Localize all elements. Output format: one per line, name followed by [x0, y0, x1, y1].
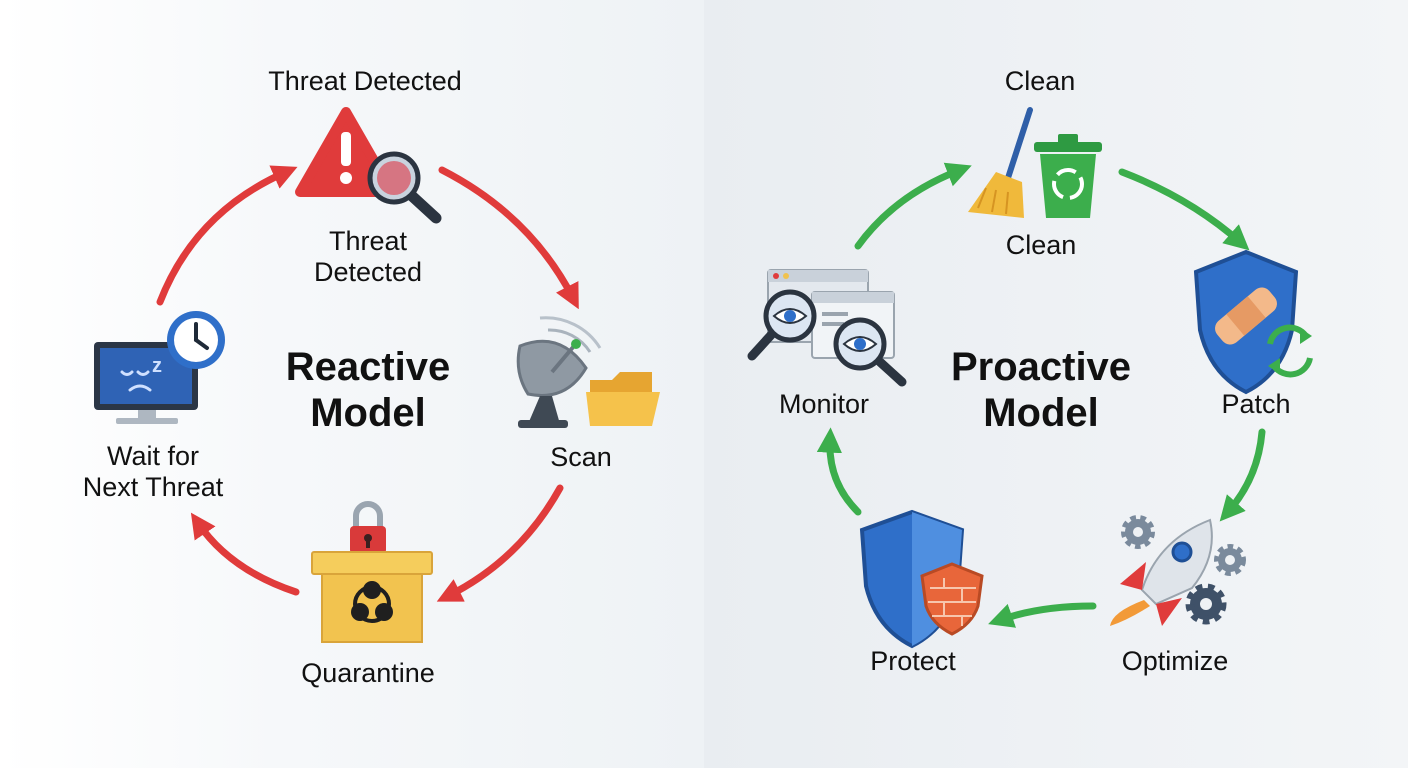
- broom-icon: [968, 107, 1033, 218]
- arrow-patch-to-optimize: [1219, 428, 1266, 522]
- arrow-protect-to-monitor: [816, 427, 862, 516]
- monitor-icon: z: [94, 342, 198, 424]
- satellite-dish-icon: [516, 316, 602, 428]
- proactive-model-title: Proactive Model: [950, 345, 1132, 435]
- arrow-scan-to-quarantine: [436, 484, 564, 602]
- proactive-node-label: Optimize: [1121, 646, 1229, 676]
- folder-icon: [586, 372, 660, 426]
- reactive-node-label: Threat Detected: [268, 66, 462, 96]
- arrow-monitor-to-clean: [854, 162, 972, 250]
- arrow-optimize-to-protect: [988, 602, 1097, 628]
- rocket-icon: [1110, 518, 1213, 626]
- recycle-bin-icon: [1034, 134, 1102, 218]
- gears-icon: [1121, 515, 1246, 625]
- proactive-node-label: Monitor: [778, 389, 870, 419]
- proactive-panel: [704, 0, 1408, 768]
- firewall-icon: [920, 562, 984, 636]
- eye-magnifier-icon: [833, 317, 907, 387]
- bandaged-shield-icon: [1193, 249, 1299, 395]
- arrow-wait-to-threat: [156, 165, 298, 306]
- eye-magnifier-icon: [747, 289, 817, 361]
- proactive-node-label: Patch: [1221, 389, 1291, 419]
- biohazard-icon: [351, 581, 393, 623]
- arrow-clean-to-patch: [1118, 168, 1250, 251]
- reactive-node-label: Wait for Next Threat: [82, 441, 224, 502]
- svg-text:z: z: [152, 355, 162, 377]
- arrow-threat-to-scan: [438, 166, 579, 310]
- proactive-node-label: Clean: [1004, 66, 1076, 96]
- reactive-node-label: Threat Detected: [313, 226, 423, 287]
- proactive-node-label: Protect: [870, 646, 956, 676]
- arrow-quarantine-to-wait: [190, 512, 300, 596]
- magnifier-icon: [367, 151, 442, 224]
- reactive-model-title: Reactive Model: [285, 345, 451, 435]
- proactive-node-label: Clean: [1005, 230, 1077, 260]
- reactive-node-label: Scan: [550, 442, 612, 472]
- clock-icon: [167, 311, 225, 369]
- padlock-icon: [350, 501, 386, 554]
- refresh-icon: [1267, 324, 1313, 378]
- reactive-node-label: Quarantine: [301, 658, 435, 688]
